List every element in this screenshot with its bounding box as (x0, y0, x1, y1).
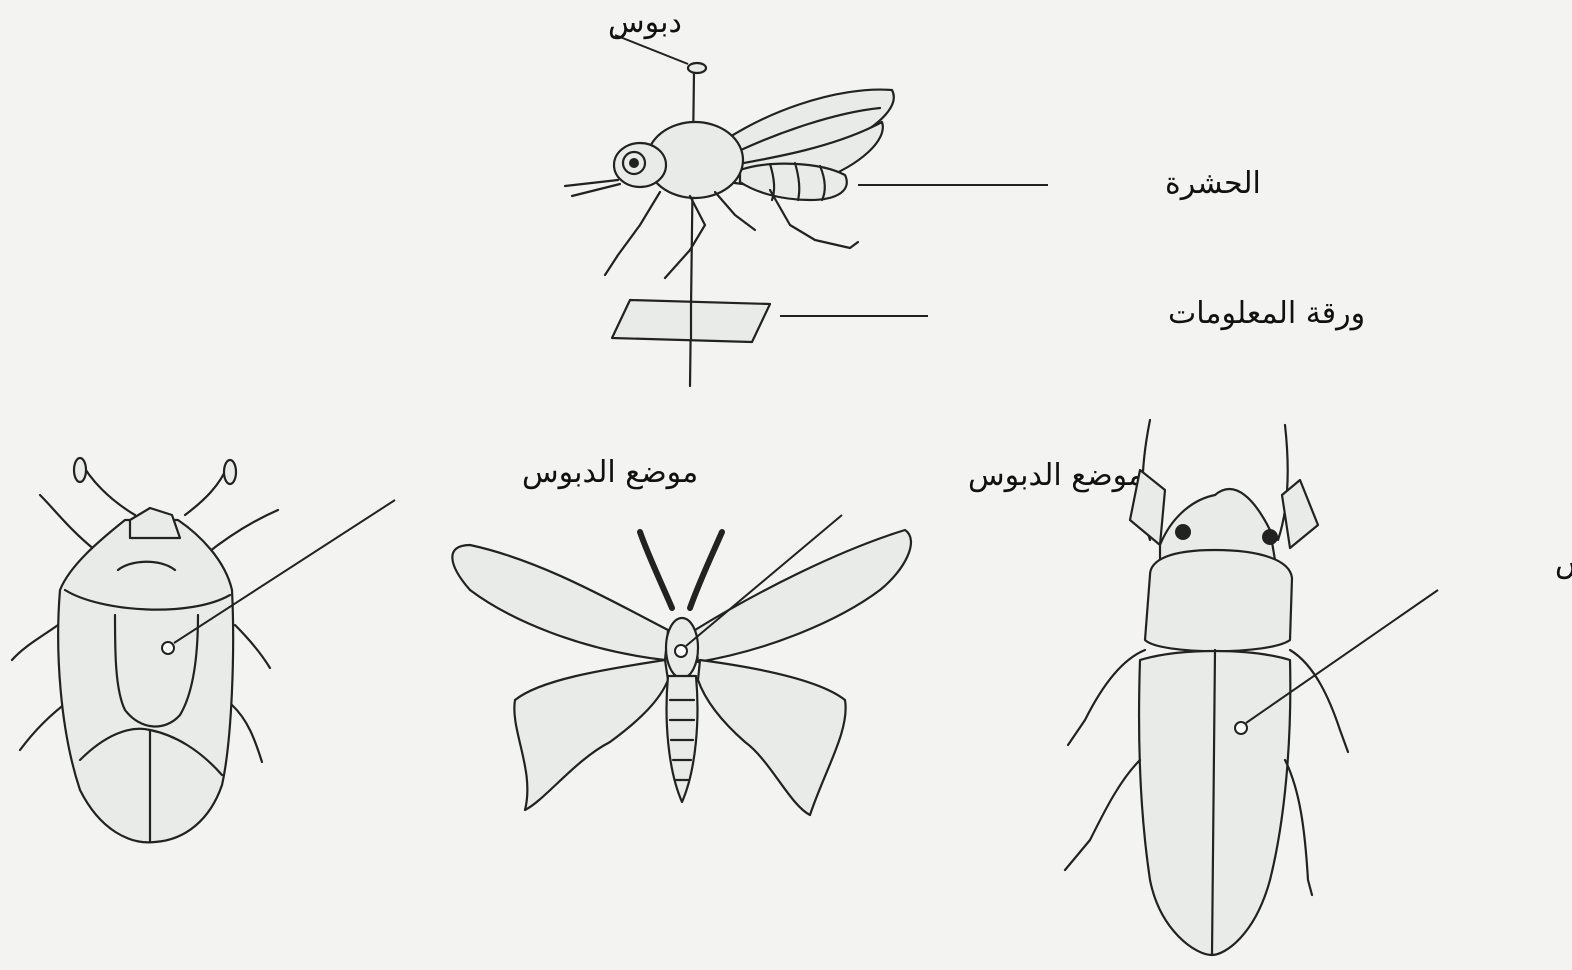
pin-position-marker-bug (162, 642, 174, 654)
pinned-insect-group: دبوس الحشرة ورقة المعلومات (565, 5, 1365, 386)
pin-position-marker-beetle (1235, 722, 1247, 734)
pin-position-label-bug: موضع الدبوس (522, 455, 698, 490)
insect-label: الحشرة (1165, 166, 1261, 201)
pin-label: دبوس (608, 5, 682, 40)
pin-head (688, 63, 706, 73)
butterfly-group: موضع الدبوس (452, 458, 1144, 815)
insect-specimen (565, 90, 894, 278)
info-card-label: ورقة المعلومات (1168, 296, 1365, 331)
beetle-group: موضع الدبوس (1065, 420, 1572, 955)
shield-bug-group: موضع الدبوس (12, 455, 698, 842)
pin-position-label-butterfly: موضع الدبوس (968, 458, 1144, 493)
pin-position-marker-butterfly (675, 645, 687, 657)
pin-position-label-beetle: موضع الدبوس (1555, 545, 1572, 580)
